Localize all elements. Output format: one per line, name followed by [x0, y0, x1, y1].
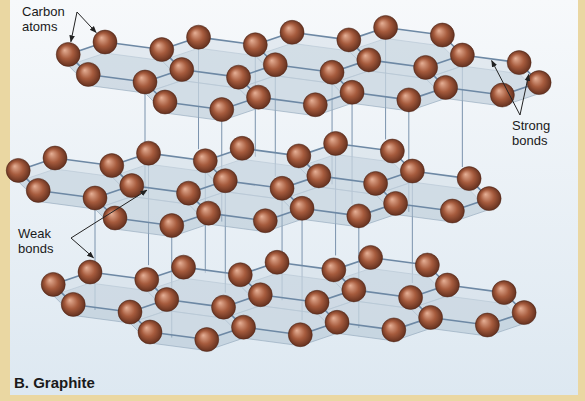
leader-line [520, 75, 529, 115]
carbon-atom [320, 60, 344, 84]
carbon-atom [280, 20, 304, 44]
carbon-atom [419, 305, 443, 329]
leader-line [492, 61, 520, 115]
carbon-atom [247, 85, 271, 109]
carbon-atom [397, 88, 421, 112]
carbon-atom [324, 131, 348, 155]
carbon-atom [118, 300, 142, 324]
carbon-atom [400, 159, 424, 183]
carbon-atom [187, 25, 211, 49]
carbon-atom [172, 255, 196, 279]
carbon-atom [288, 323, 312, 347]
carbon-atom [263, 53, 287, 77]
carbon-atom [78, 260, 102, 284]
carbon-atom [364, 171, 388, 195]
carbon-atom [248, 283, 272, 307]
leader-line [71, 238, 93, 258]
carbon-atom [228, 263, 252, 287]
carbon-atom [415, 253, 439, 277]
carbon-atom [322, 258, 346, 282]
carbon-atom [243, 33, 267, 57]
carbon-atom [133, 70, 157, 94]
carbon-atom [253, 209, 277, 233]
carbon-atom [307, 164, 331, 188]
carbon-atom [227, 65, 251, 89]
carbon-atom [210, 98, 234, 122]
carbon-atom [150, 38, 174, 62]
carbon-atom [287, 144, 311, 168]
carbon-layer [6, 131, 501, 237]
carbon-atom [342, 278, 366, 302]
carbon-atom [374, 15, 398, 39]
carbon-atom [430, 23, 454, 47]
carbon-atom [440, 199, 464, 223]
carbon-atom [83, 186, 107, 210]
carbon-atom [103, 206, 127, 230]
carbon-atom [230, 136, 254, 160]
carbon-atom [212, 295, 236, 319]
leader-line [77, 12, 96, 32]
carbon-atom [305, 290, 329, 314]
carbon-atom [475, 313, 499, 337]
carbon-atom [195, 328, 219, 352]
carbon-atom [197, 201, 221, 225]
carbon-atom [93, 30, 117, 54]
carbon-atom [434, 75, 458, 99]
carbon-atom [507, 51, 531, 75]
carbon-atom [359, 245, 383, 269]
carbon-atom [61, 292, 85, 316]
carbon-atom [414, 55, 438, 79]
carbon-atom [527, 71, 551, 95]
carbon-atom [450, 43, 474, 67]
carbon-atom [43, 146, 67, 170]
carbon-atom [435, 273, 459, 297]
carbon-atom [303, 93, 327, 117]
carbon-atom [492, 281, 516, 305]
carbon-atom [138, 320, 162, 344]
carbon-layer [56, 15, 551, 121]
figure-panel [10, 0, 578, 395]
carbon-atom [265, 250, 289, 274]
carbon-atom [337, 28, 361, 52]
carbon-atom [26, 178, 50, 202]
carbon-atom [340, 80, 364, 104]
carbon-atom [153, 90, 177, 114]
carbon-atom [213, 169, 237, 193]
carbon-atom [380, 139, 404, 163]
carbon-atom [270, 176, 294, 200]
carbon-atom [399, 285, 423, 309]
carbon-atom [177, 181, 201, 205]
carbon-atom [457, 167, 481, 191]
carbon-atom [135, 268, 159, 292]
carbon-atom [155, 288, 179, 312]
callout-label: Strong bonds [512, 118, 568, 148]
carbon-atom [41, 272, 65, 296]
carbon-atom [357, 48, 381, 72]
carbon-atom [325, 310, 349, 334]
leader-line [71, 190, 147, 238]
carbon-atom [193, 149, 217, 173]
carbon-layer [41, 245, 536, 351]
carbon-atom [170, 58, 194, 82]
carbon-atom [137, 141, 161, 165]
callout-label: Carbon atoms [22, 4, 74, 34]
leader-line [71, 12, 77, 42]
carbon-atom [160, 214, 184, 238]
figure-caption: B. Graphite [14, 374, 95, 391]
carbon-atom [512, 301, 536, 325]
carbon-atom [384, 191, 408, 215]
carbon-atom [290, 196, 314, 220]
carbon-atom [100, 154, 124, 178]
carbon-atom [6, 158, 30, 182]
carbon-atom [56, 42, 80, 66]
carbon-atom [232, 315, 256, 339]
carbon-atom [477, 187, 501, 211]
carbon-atom [382, 318, 406, 342]
carbon-atom [490, 83, 514, 107]
callout-label: Weak bonds [18, 226, 68, 256]
carbon-atom [76, 62, 100, 86]
carbon-atom [347, 204, 371, 228]
